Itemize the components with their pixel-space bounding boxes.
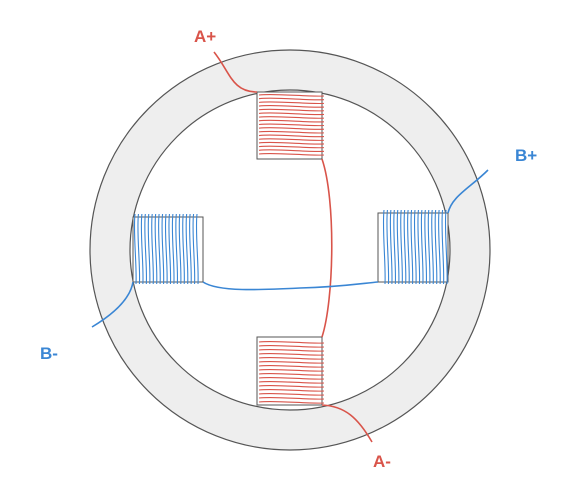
winding-turn — [258, 112, 325, 116]
winding-turn — [403, 209, 407, 285]
winding-turn — [258, 400, 325, 404]
label-b-plus: B+ — [515, 146, 538, 165]
winding-turn — [258, 134, 325, 138]
winding-turn — [171, 213, 175, 285]
winding-turn — [258, 352, 325, 356]
winding-turn — [441, 209, 445, 285]
winding-turn — [427, 209, 431, 285]
winding-turn — [258, 145, 325, 149]
winding-turn — [444, 209, 448, 285]
winding-turn — [258, 149, 325, 153]
winding-turn — [413, 209, 417, 285]
winding-turn — [382, 209, 386, 285]
winding-turn — [137, 213, 141, 285]
winding-turn — [147, 213, 151, 285]
winding-turn — [258, 138, 325, 141]
winding-turn — [258, 384, 325, 388]
winding-turn — [258, 93, 325, 97]
wire-a-crossover — [321, 158, 333, 338]
winding-turn — [154, 213, 158, 285]
wire-b-minus-lead — [91, 281, 134, 328]
winding-turn — [151, 213, 154, 285]
winding-turn — [258, 368, 325, 372]
winding-turn — [258, 392, 325, 396]
label-a-minus: A- — [373, 452, 391, 471]
winding-turn — [258, 396, 325, 400]
wire-b-plus-lead — [447, 169, 489, 214]
winding-turn — [258, 364, 325, 368]
winding-turn — [258, 108, 325, 112]
winding-turn — [400, 209, 403, 285]
winding-turn — [195, 213, 199, 285]
winding-turn — [258, 116, 325, 119]
winding-turn — [258, 360, 325, 364]
winding-turn — [258, 344, 325, 348]
label-a-plus: A+ — [194, 27, 217, 46]
pole-left — [132, 216, 204, 283]
winding-turn — [258, 127, 325, 130]
wire-a-plus-lead — [213, 51, 258, 93]
winding-turn — [168, 213, 172, 285]
winding-turn — [437, 209, 441, 285]
winding-turn — [258, 388, 325, 392]
stator-inner-bore — [129, 89, 451, 411]
winding-turn — [192, 213, 196, 285]
winding-turn — [431, 209, 434, 285]
winding-turn — [258, 141, 325, 145]
winding-turn — [386, 209, 390, 285]
winding-turn — [406, 209, 410, 285]
winding-turn — [258, 348, 325, 352]
winding-turn — [389, 209, 393, 285]
winding-turn — [140, 213, 144, 285]
winding-turn — [178, 213, 182, 285]
winding-turn — [258, 119, 325, 123]
winding-turn — [258, 97, 325, 101]
winding-turn — [258, 376, 325, 380]
coil-a-bottom — [258, 340, 325, 404]
winding-turn — [424, 209, 428, 285]
winding-turn — [161, 213, 165, 285]
winding-turn — [393, 209, 397, 285]
winding-turn — [258, 356, 325, 360]
winding-turn — [417, 209, 421, 285]
winding-turn — [133, 213, 137, 285]
coil-a-top — [258, 93, 325, 156]
wire-b-crossover — [202, 281, 379, 291]
winding-turn — [258, 123, 325, 127]
winding-turn — [258, 152, 325, 156]
winding-turn — [164, 213, 168, 285]
winding-turn — [144, 213, 148, 285]
winding-turn — [258, 130, 325, 134]
winding-turn — [175, 213, 179, 285]
wire-a-minus-lead — [321, 404, 373, 443]
winding-turn — [396, 209, 400, 285]
winding-turn — [434, 209, 438, 285]
winding-turn — [258, 101, 325, 105]
winding-turn — [258, 104, 325, 108]
winding-turn — [182, 213, 185, 285]
label-b-minus: B- — [40, 344, 58, 363]
winding-turn — [258, 340, 325, 344]
winding-turn — [258, 372, 325, 376]
winding-turn — [410, 209, 414, 285]
winding-turn — [185, 213, 189, 285]
coil-b-left — [133, 213, 199, 285]
winding-turn — [258, 380, 325, 384]
winding-turn — [157, 213, 161, 285]
winding-turn — [420, 209, 424, 285]
winding-turn — [188, 213, 192, 285]
coil-b-right — [382, 209, 448, 285]
